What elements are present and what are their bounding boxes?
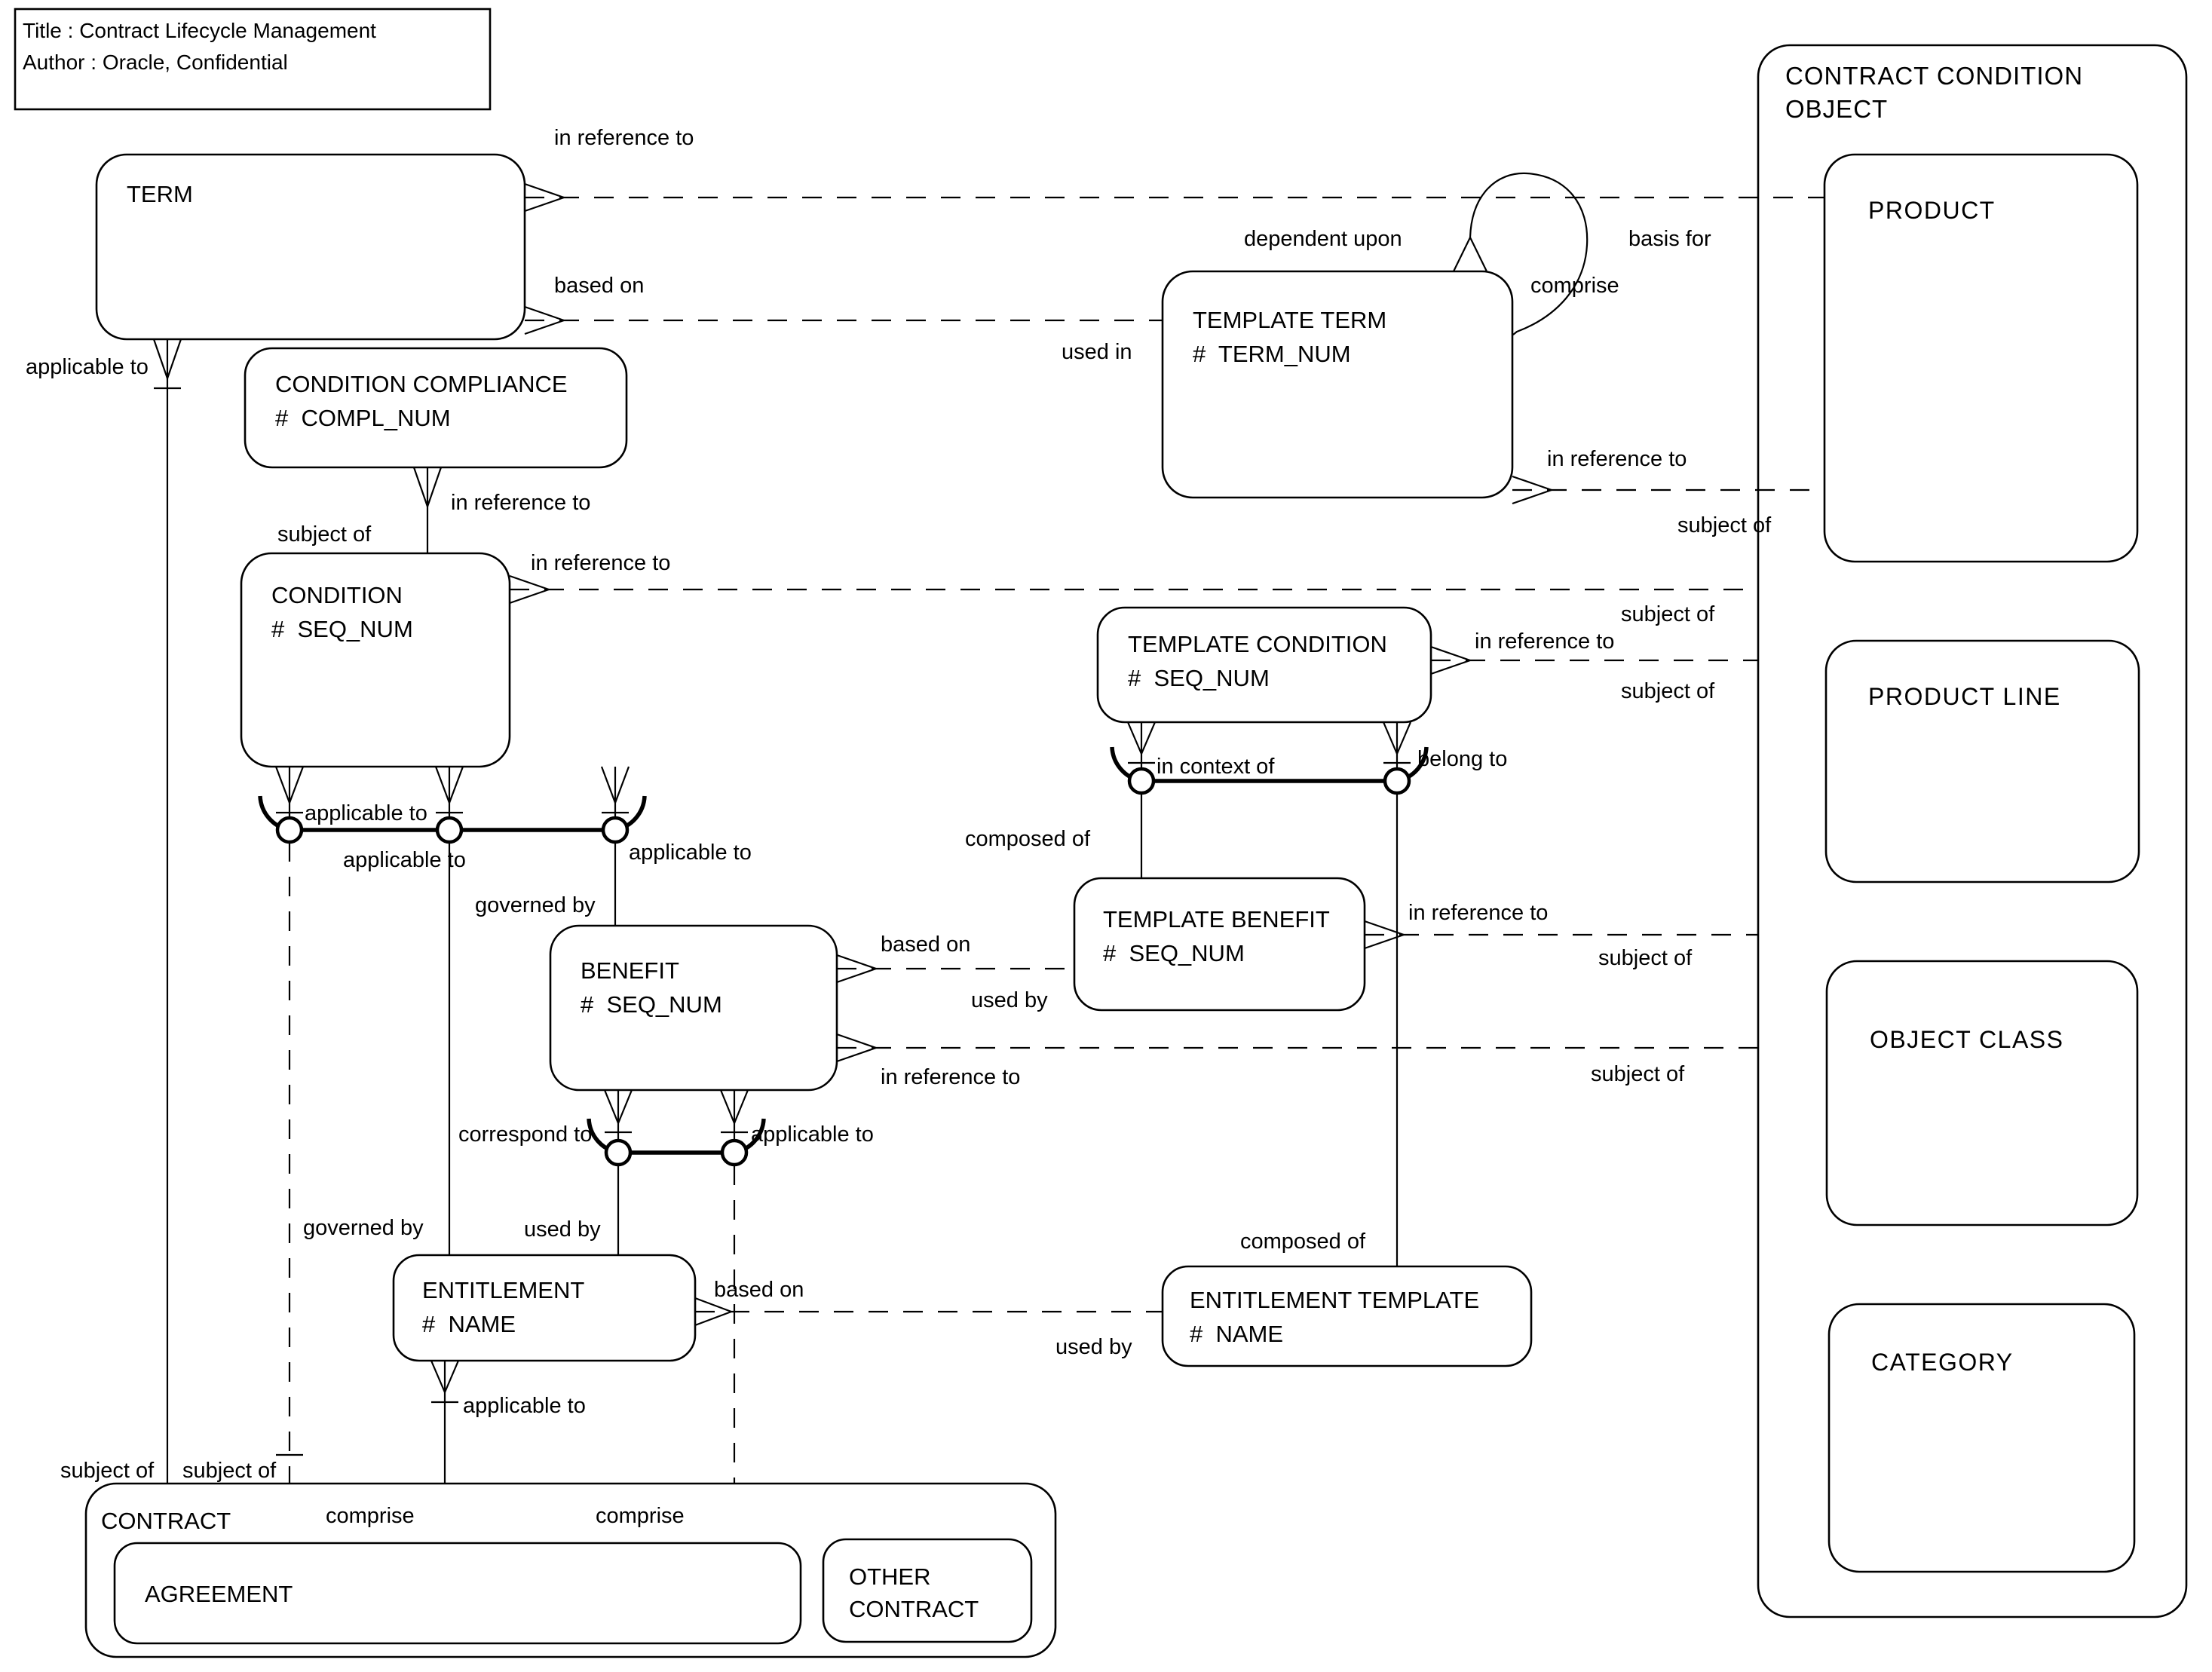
entity-name: ENTITLEMENT TEMPLATE [1190, 1287, 1479, 1313]
entity-name: TERM [127, 181, 193, 207]
label-used-by: used by [524, 1217, 601, 1242]
label-used-in: used in [1062, 340, 1132, 364]
label-based-on: based on [881, 932, 970, 957]
arc-circle [601, 816, 630, 844]
arc-circle [604, 1138, 633, 1167]
relationship-labels: in reference to basis for based on used … [26, 126, 1772, 1528]
entity-attr: # SEQ_NUM [271, 616, 413, 642]
label-composed-of: composed of [1240, 1230, 1366, 1254]
entity-attr: # TERM_NUM [1193, 341, 1351, 367]
entity-name: PRODUCT LINE [1868, 683, 2061, 710]
label-subject-of: subject of [1621, 679, 1715, 703]
label-subject-of: subject of [1621, 602, 1715, 626]
label-applicable-to: applicable to [629, 841, 752, 865]
entity-name: CONDITION [271, 582, 403, 608]
entity-name: OBJECT CLASS [1870, 1026, 2063, 1053]
entity-entitlement-template[interactable]: ENTITLEMENT TEMPLATE # NAME [1161, 1265, 1533, 1367]
entity-product[interactable]: PRODUCT [1823, 153, 2139, 563]
frame-title-line2: OBJECT [1785, 95, 1888, 123]
label-basis-for: basis for [1628, 227, 1711, 251]
label-based-on: based on [554, 274, 644, 298]
label-in-reference-to: in reference to [1475, 629, 1614, 654]
entity-name: ENTITLEMENT [422, 1277, 584, 1303]
entity-attr: # SEQ_NUM [581, 991, 722, 1018]
entity-other-contract[interactable]: OTHER CONTRACT [822, 1538, 1033, 1643]
label-used-by: used by [971, 988, 1048, 1012]
arc-circle [275, 816, 304, 844]
label-comprise: comprise [1530, 274, 1619, 298]
entity-attr: # COMPL_NUM [275, 405, 451, 431]
entity-product-line[interactable]: PRODUCT LINE [1824, 639, 2140, 883]
label-based-on: based on [714, 1278, 804, 1302]
label-in-reference-to: in reference to [1547, 447, 1687, 471]
label-belong-to: belong to [1417, 747, 1507, 771]
entity-attr: # NAME [1190, 1321, 1283, 1347]
arc-circle [1383, 767, 1411, 795]
label-subject-of: subject of [1677, 513, 1772, 537]
entity-condition[interactable]: CONDITION # SEQ_NUM [240, 552, 511, 768]
label-in-reference-to: in reference to [554, 126, 694, 150]
label-comprise: comprise [596, 1504, 685, 1528]
relationship-lines [166, 172, 1824, 1543]
label-governed-by: governed by [303, 1216, 424, 1240]
label-used-by: used by [1055, 1335, 1132, 1359]
arc-circle [1127, 767, 1156, 795]
label-comprise: comprise [326, 1504, 415, 1528]
entity-entitlement[interactable]: ENTITLEMENT # NAME [392, 1254, 697, 1362]
label-applicable-to: applicable to [26, 355, 149, 379]
label-subject-of: subject of [182, 1459, 277, 1483]
label-in-reference-to: in reference to [881, 1065, 1020, 1089]
frame-title-line1: CONTRACT CONDITION [1785, 62, 2083, 90]
label-applicable-to: applicable to [305, 801, 427, 825]
entity-condition-compliance[interactable]: CONDITION COMPLIANCE # COMPL_NUM [244, 347, 628, 469]
entity-template-term[interactable]: TEMPLATE TERM # TERM_NUM [1161, 270, 1514, 499]
entity-name: AGREEMENT [145, 1581, 293, 1607]
entity-name-line1: OTHER [849, 1563, 931, 1590]
title-line1: Title : Contract Lifecycle Management [23, 19, 376, 42]
entity-name: TEMPLATE CONDITION [1128, 631, 1387, 657]
label-subject-of: subject of [1598, 946, 1693, 970]
crows-feet [152, 182, 1552, 1456]
title-box: Title : Contract Lifecycle Management Au… [14, 8, 492, 111]
label-dependent-upon: dependent upon [1244, 227, 1402, 251]
entity-contract-condition-object[interactable]: CONTRACT CONDITION OBJECT [1757, 44, 2188, 1618]
label-subject-of: subject of [277, 522, 372, 547]
label-in-reference-to: in reference to [531, 551, 670, 575]
entity-attr: # SEQ_NUM [1103, 940, 1245, 966]
entity-term[interactable]: TERM [95, 153, 526, 341]
label-subject-of: subject of [1591, 1062, 1685, 1086]
label-governed-by: governed by [475, 893, 596, 917]
entity-name: PRODUCT [1868, 197, 1996, 224]
entity-name: BENEFIT [581, 957, 679, 984]
label-in-reference-to: in reference to [1408, 901, 1548, 925]
entity-template-condition[interactable]: TEMPLATE CONDITION # SEQ_NUM [1096, 606, 1432, 724]
arc-circle [435, 816, 464, 844]
label-in-reference-to: in reference to [451, 491, 590, 515]
entity-attr: # NAME [422, 1311, 516, 1337]
rel-template-term-self-loop [1469, 172, 1589, 335]
label-applicable-to: applicable to [751, 1122, 874, 1147]
entity-name: TEMPLATE BENEFIT [1103, 906, 1330, 932]
arc-circle [720, 1138, 749, 1167]
label-applicable-to: applicable to [343, 848, 466, 872]
entity-name: TEMPLATE TERM [1193, 307, 1386, 333]
label-subject-of: subject of [60, 1459, 155, 1483]
entity-name: CONTRACT [101, 1508, 231, 1534]
exclusive-arcs [258, 746, 1429, 1167]
entity-category[interactable]: CATEGORY [1828, 1303, 2136, 1573]
entity-agreement[interactable]: AGREEMENT [113, 1542, 802, 1645]
entity-benefit[interactable]: BENEFIT # SEQ_NUM [549, 924, 838, 1092]
entity-name-line2: CONTRACT [849, 1596, 979, 1622]
entity-name: CATEGORY [1871, 1349, 2014, 1376]
entity-object-class[interactable]: OBJECT CLASS [1825, 960, 2139, 1226]
entity-attr: # SEQ_NUM [1128, 665, 1270, 691]
title-line2: Author : Oracle, Confidential [23, 51, 288, 74]
entity-name: CONDITION COMPLIANCE [275, 371, 568, 397]
label-correspond-to: correspond to [458, 1122, 592, 1147]
label-in-context-of: in context of [1157, 755, 1275, 779]
label-applicable-to: applicable to [463, 1394, 586, 1418]
entity-template-benefit[interactable]: TEMPLATE BENEFIT # SEQ_NUM [1073, 877, 1366, 1012]
label-composed-of: composed of [965, 827, 1091, 851]
